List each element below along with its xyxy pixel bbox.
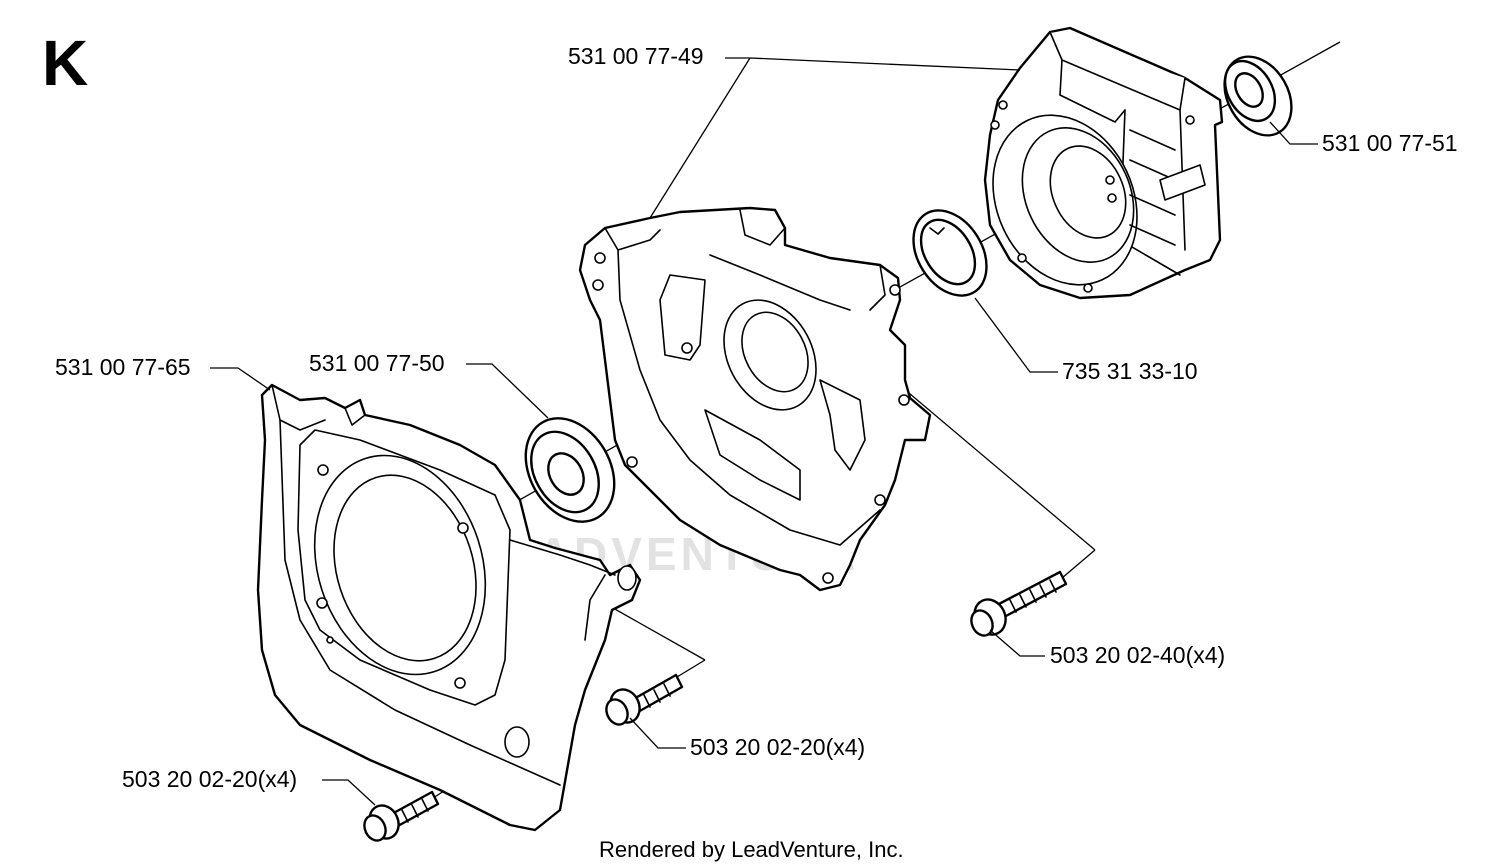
cover-531-00-77-65 <box>256 383 642 832</box>
screw-503-20-02-40 <box>970 570 1068 637</box>
crankcase-middle <box>578 206 932 592</box>
bearing-531-00-77-50 <box>524 417 616 523</box>
screw-503-20-02-20-bottom <box>363 790 440 842</box>
bearing-531-00-77-51 <box>1223 55 1293 137</box>
label-531-00-77-51: 531 00 77-51 <box>1322 130 1458 156</box>
label-531-00-77-50: 531 00 77-50 <box>309 350 445 376</box>
label-503-20-02-40: 503 20 02-40(x4) <box>1050 642 1225 668</box>
label-503-20-02-20-bottom: 503 20 02-20(x4) <box>122 766 297 792</box>
retaining-ring-735-31-33-10 <box>912 209 988 297</box>
label-531-00-77-49: 531 00 77-49 <box>568 43 704 69</box>
footer-credit: Rendered by LeadVenture, Inc. <box>599 837 904 862</box>
section-letter: K <box>42 27 88 99</box>
label-503-20-02-20-middle: 503 20 02-20(x4) <box>690 734 865 760</box>
callout-leaders <box>210 57 1318 806</box>
screw-503-20-02-20-middle <box>605 673 684 726</box>
label-531-00-77-65: 531 00 77-65 <box>55 354 191 380</box>
label-735-31-33-10: 735 31 33-10 <box>1062 358 1198 384</box>
crankcase-half-531-00-77-49 <box>983 26 1224 300</box>
